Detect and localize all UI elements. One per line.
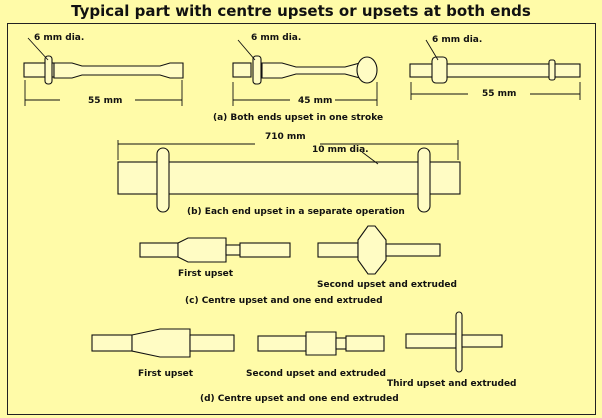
- dia-label-a1: 6 mm dia.: [34, 33, 84, 43]
- part-d3: [405, 311, 503, 373]
- length-label-a2: 45 mm: [298, 96, 332, 106]
- diagram-frame: [7, 23, 596, 415]
- dia-label-a2: 6 mm dia.: [251, 33, 301, 43]
- dimension-lines-b: [117, 140, 459, 165]
- part-d2: [257, 331, 385, 356]
- label-d-second-upset: Second upset and extruded: [246, 369, 386, 379]
- caption-a: (a) Both ends upset in one stroke: [213, 113, 383, 123]
- label-d-first-upset: First upset: [138, 369, 194, 379]
- caption-b: (b) Each end upset in a separate operati…: [187, 207, 405, 217]
- dimension-lines-a: [24, 37, 581, 106]
- diagram-title: Typical part with centre upsets or upset…: [71, 2, 531, 20]
- dia-label-a3: 6 mm dia.: [432, 35, 482, 45]
- length-label-a1: 55 mm: [88, 96, 122, 106]
- caption-d: (d) Centre upset and one end extruded: [200, 394, 399, 404]
- part-d1: [91, 328, 235, 358]
- length-label-b: 710 mm: [265, 132, 306, 142]
- label-c-first-upset: First upset: [178, 269, 234, 279]
- part-a1: [23, 55, 184, 85]
- part-b: [117, 147, 461, 213]
- part-a2: [232, 55, 378, 85]
- dia-label-b: 10 mm dia.: [312, 145, 369, 155]
- caption-c: (c) Centre upset and one end extruded: [185, 296, 383, 306]
- part-c1: [139, 237, 291, 263]
- label-d-third-upset: Third upset and extruded: [387, 379, 517, 389]
- label-c-second-upset: Second upset and extruded: [317, 280, 457, 290]
- part-c2: [317, 225, 441, 275]
- part-a3: [409, 56, 581, 84]
- length-label-a3: 55 mm: [482, 89, 516, 99]
